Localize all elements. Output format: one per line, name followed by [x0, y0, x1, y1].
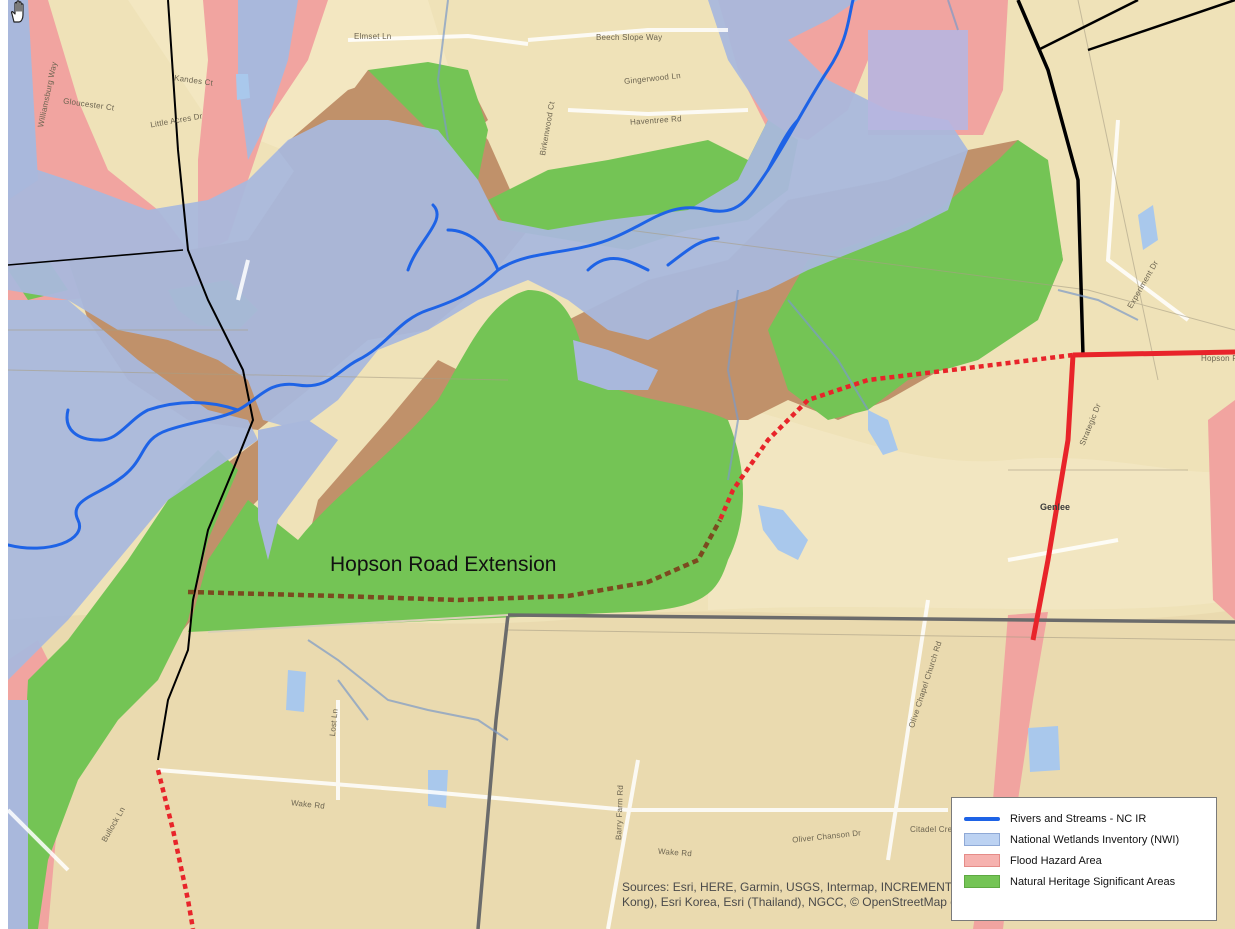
minor-drainage — [307, 0, 1139, 741]
flood-hazard-area — [1208, 400, 1235, 620]
legend-swatch — [964, 854, 1000, 867]
legend-label: National Wetlands Inventory (NWI) — [1010, 833, 1180, 846]
heritage-area — [368, 62, 488, 180]
place-label: Genlee — [1040, 502, 1071, 512]
pond — [1028, 726, 1060, 772]
wetland-area — [8, 700, 28, 929]
street-label: Elmset Ln — [354, 32, 392, 41]
street-label: Citadel Creek — [910, 825, 962, 834]
street-label: Hopson Rd — [1201, 354, 1235, 363]
heritage-area — [768, 140, 1063, 420]
municipal-boundary — [157, 0, 255, 761]
pond — [868, 410, 898, 455]
hand-pointer-icon — [10, 0, 24, 23]
pond — [286, 670, 306, 712]
pond — [236, 74, 250, 100]
street-label: Beech Slope Way — [596, 33, 663, 42]
local-streets — [8, 28, 1190, 929]
road-major — [1072, 349, 1235, 358]
planning-boundary — [507, 613, 1235, 624]
legend-swatch — [964, 875, 1000, 888]
legend-swatch — [964, 816, 1000, 821]
heritage-area — [188, 290, 743, 632]
legend-item-flood: Flood Hazard Area — [964, 850, 1206, 871]
parcel-lines — [8, 0, 1235, 641]
wetland-area — [238, 0, 298, 160]
wetland-area — [8, 300, 258, 680]
wetland-area — [868, 30, 968, 130]
pond — [428, 770, 448, 808]
wetland-area — [8, 0, 38, 200]
county-boundary — [1087, 0, 1235, 52]
legend-item-rivers: Rivers and Streams - NC IR — [964, 808, 1206, 829]
road-extension — [187, 518, 722, 603]
road-planned — [155, 769, 196, 929]
pond — [758, 505, 808, 560]
street-label: Barry Farm Rd — [614, 784, 625, 841]
municipal-boundary — [8, 249, 184, 266]
wetland-area — [8, 0, 968, 430]
county-boundary — [1016, 0, 1085, 356]
road-major — [1030, 354, 1076, 641]
terrain-shade — [708, 400, 1235, 610]
road-extension-label: Hopson Road Extension — [330, 553, 557, 576]
terrain-shade — [8, 610, 1235, 929]
wetland-area — [573, 340, 658, 390]
map-layers — [8, 0, 1235, 929]
pond — [1138, 205, 1158, 250]
heritage-area — [18, 450, 238, 929]
map-legend: Rivers and Streams - NC IR National Wetl… — [951, 797, 1217, 921]
legend-label: Natural Heritage Significant Areas — [1010, 875, 1176, 888]
wetland-area — [258, 420, 338, 560]
legend-item-wetlands: National Wetlands Inventory (NWI) — [964, 829, 1206, 850]
legend-label: Rivers and Streams - NC IR — [1010, 812, 1147, 825]
road-planned — [717, 352, 1074, 521]
planning-boundary — [207, 614, 509, 633]
legend-swatch — [964, 833, 1000, 846]
rivers-and-streams — [8, 0, 855, 550]
legend-item-heritage: Natural Heritage Significant Areas — [964, 871, 1206, 892]
county-boundary — [1037, 0, 1139, 52]
planning-boundary — [476, 614, 510, 929]
map-canvas[interactable]: Elmset Ln Beech Slope Way Kandes Ct Ging… — [8, 0, 1235, 929]
legend-label: Flood Hazard Area — [1010, 854, 1102, 867]
